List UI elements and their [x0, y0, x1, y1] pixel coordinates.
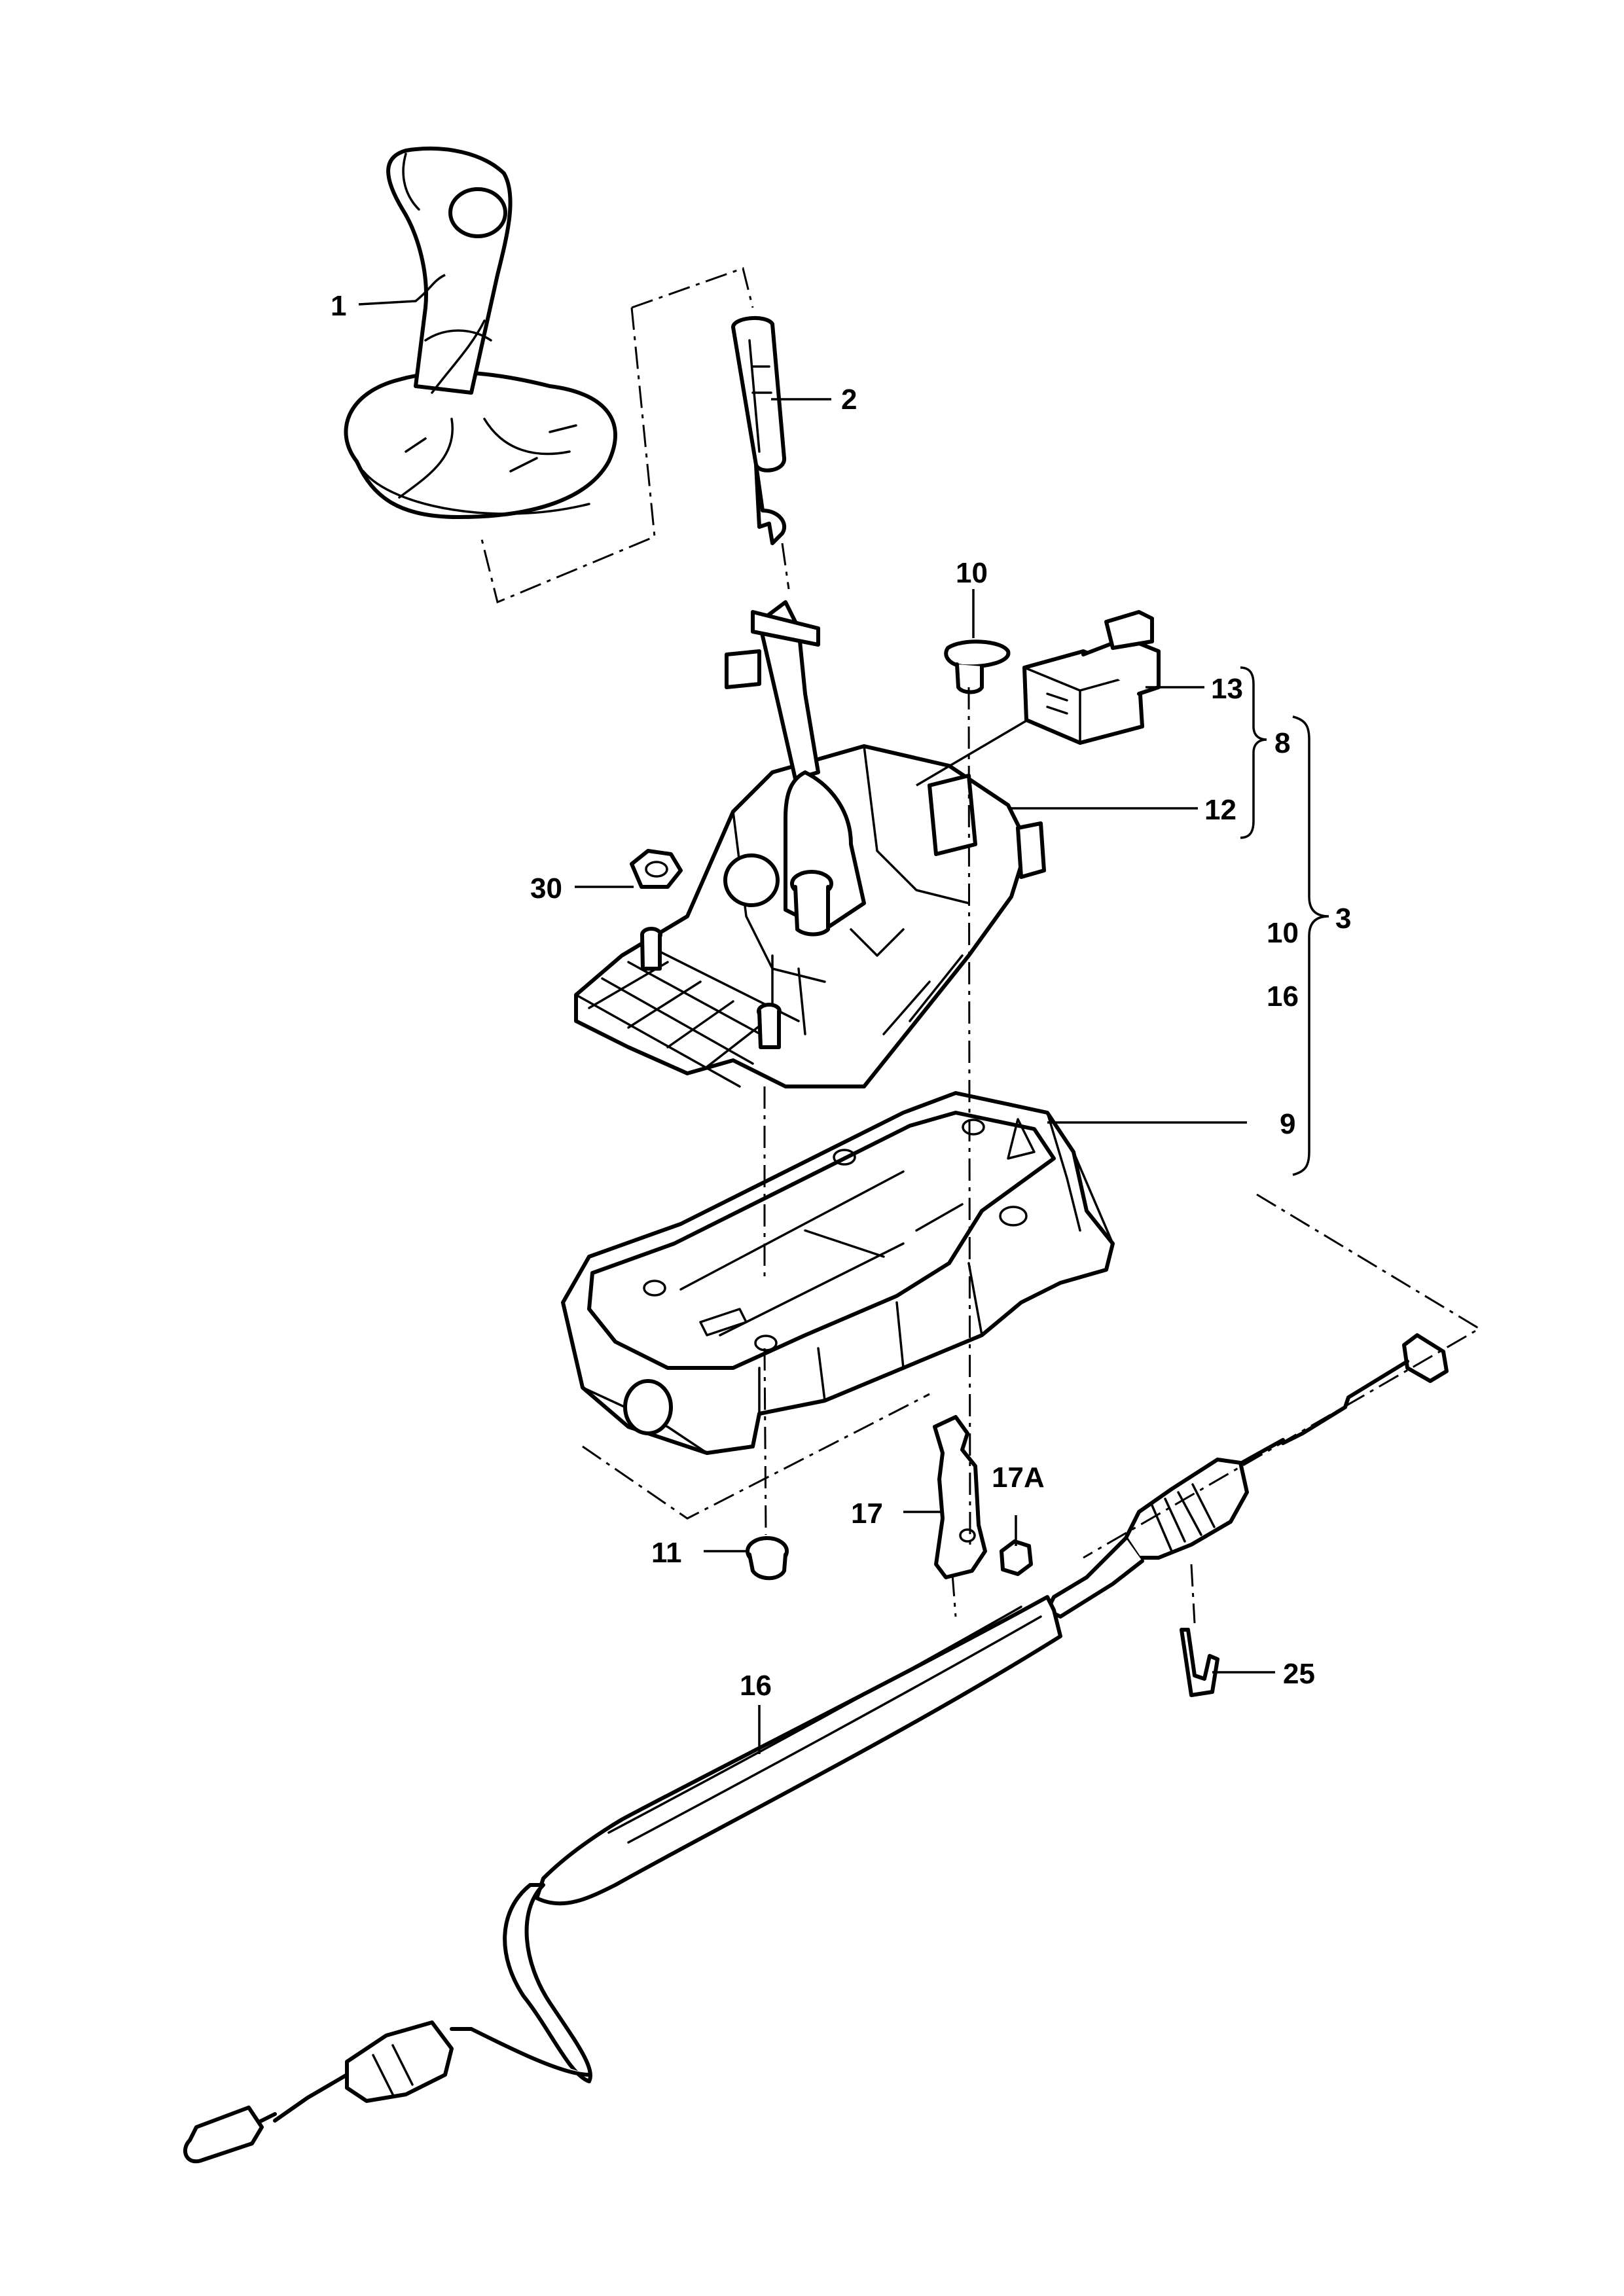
callout-3: 3	[1335, 903, 1351, 935]
hex-nut	[630, 849, 683, 889]
callout-2: 2	[841, 384, 857, 416]
callout-8: 8	[1274, 727, 1290, 759]
callout-30: 30	[530, 872, 562, 905]
retaining-clip	[1180, 1628, 1219, 1697]
assembly-lines	[480, 267, 1481, 1624]
grommet	[746, 1536, 789, 1581]
leader-lines	[358, 274, 1329, 1754]
callout-1: 1	[331, 290, 346, 322]
selector-sensor	[1022, 610, 1161, 745]
callout-11: 11	[651, 1537, 682, 1569]
shift-rod-insert	[731, 315, 787, 545]
callout-10-group: 10	[1267, 917, 1299, 949]
shifter-mechanism	[574, 600, 1046, 1088]
callout-12: 12	[1204, 794, 1236, 826]
callout-17a: 17A	[992, 1462, 1045, 1494]
callout-9: 9	[1280, 1108, 1295, 1140]
cable-bracket	[933, 1415, 987, 1579]
gear-knob-boot	[344, 146, 617, 519]
callout-10-top: 10	[956, 557, 988, 589]
lower-base-tray	[561, 1091, 1115, 1455]
callout-17: 17	[851, 1498, 883, 1530]
shift-cable	[183, 1333, 1449, 2164]
rivet-top	[944, 639, 1011, 694]
callout-16-group: 16	[1267, 980, 1299, 1013]
callout-25: 25	[1283, 1658, 1315, 1690]
callout-labels: 1 2 10 13 8 12 30 3 10 16 9 17 17A 11 25…	[331, 290, 1351, 1702]
callout-16-cable: 16	[740, 1670, 772, 1702]
callout-13: 13	[1211, 673, 1243, 705]
bracket-nut	[1000, 1539, 1033, 1576]
